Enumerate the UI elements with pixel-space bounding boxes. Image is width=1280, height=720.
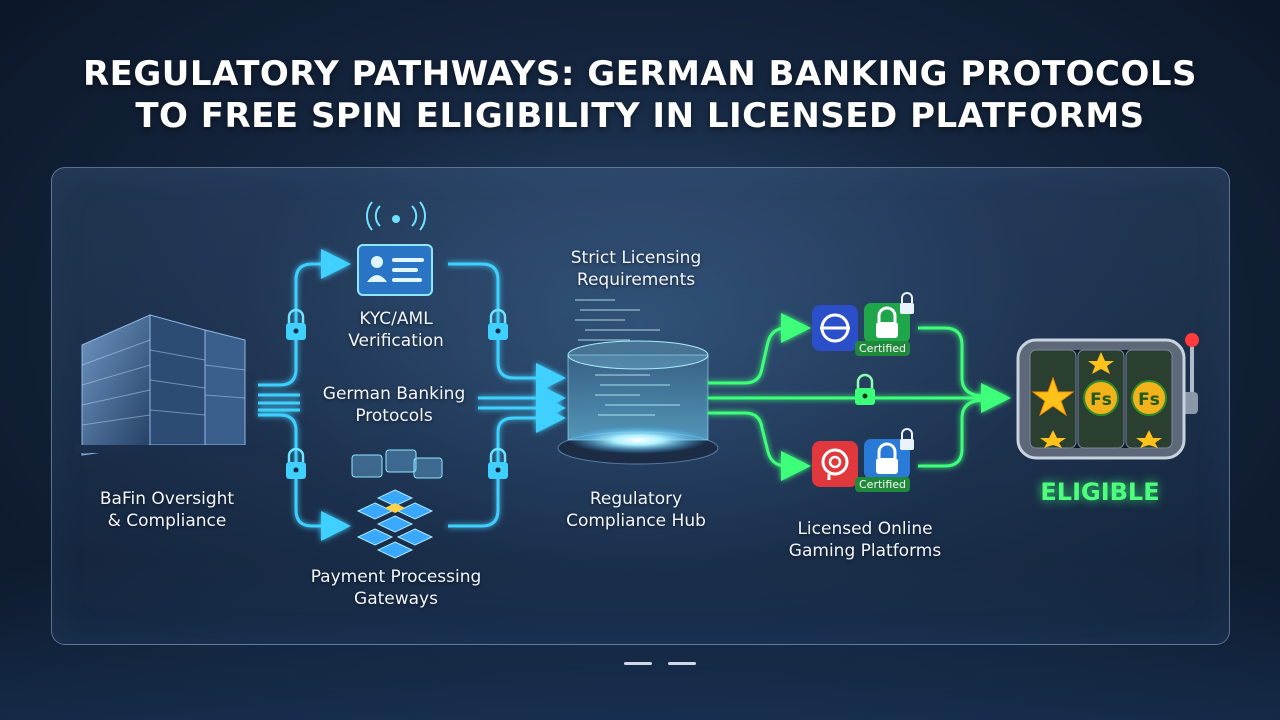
pager-dash	[624, 662, 652, 665]
banking-protocols-label: German Banking Protocols	[322, 384, 466, 426]
lock-icon	[286, 308, 306, 340]
pager-dash	[668, 662, 696, 665]
certified-badge: Certified	[855, 477, 911, 492]
licensed-platforms-label: Licensed Online Gaming Platforms	[788, 519, 942, 561]
floor-glow	[0, 560, 1280, 720]
lock-icon	[488, 308, 508, 340]
network-icon	[351, 449, 443, 559]
compliance-hub-label: Regulatory Compliance Hub	[566, 489, 706, 531]
slot-machine-icon	[1016, 333, 1199, 460]
lock-icon	[286, 447, 306, 479]
payment-gateways-label: Payment Processing Gateways	[310, 567, 482, 609]
title-line-1: REGULATORY PATHWAYS: GERMAN BANKING PROT…	[82, 54, 1198, 94]
slot-symbol-fs: Fs	[1138, 390, 1160, 410]
lock-icon	[855, 373, 875, 405]
platform-logo-icon	[812, 292, 914, 351]
id-card-icon	[357, 201, 433, 296]
bafin-label: BaFin Oversight & Compliance	[99, 489, 235, 531]
certified-badge: Certified	[855, 341, 911, 356]
building-icon	[75, 314, 255, 456]
eligible-label: ELIGIBLE	[1040, 478, 1160, 506]
slot-symbol-fs: Fs	[1090, 390, 1112, 410]
platform-logo-icon	[812, 428, 914, 487]
lock-icon	[488, 447, 508, 479]
hologram-cylinder-icon	[557, 299, 719, 465]
licensing-requirements-label: Strict Licensing Requirements	[570, 248, 702, 290]
kyc-label: KYC/AML Verification	[348, 309, 444, 351]
title-line-2: TO FREE SPIN ELIGIBILITY IN LICENSED PLA…	[135, 96, 1145, 136]
